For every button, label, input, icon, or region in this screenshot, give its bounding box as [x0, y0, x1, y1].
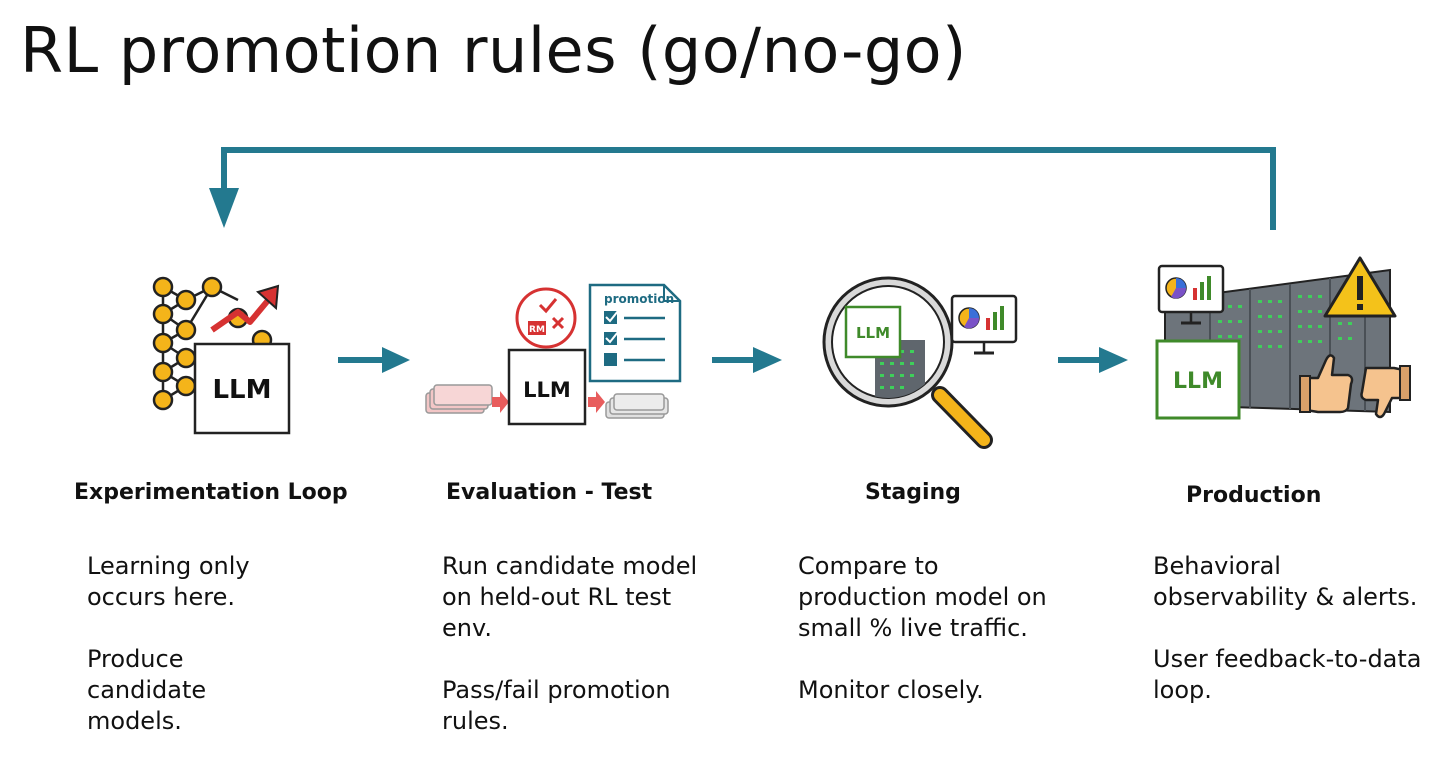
- stage-title-experimentation: Experimentation Loop: [74, 480, 348, 505]
- monitor-chart-icon: [950, 294, 1018, 355]
- flow-arrow: [338, 347, 410, 373]
- llm-box: [507, 348, 587, 426]
- stage-title-evaluation: Evaluation - Test: [446, 480, 653, 505]
- checklist-title: promotion: [604, 292, 674, 306]
- description-paragraph: Learning only occurs here.: [87, 552, 250, 611]
- reward-model-icon: RM: [515, 287, 577, 349]
- description-paragraph: User feedback-to-data loop.: [1153, 645, 1422, 704]
- output-stack-icon: [588, 391, 669, 419]
- llm-box: [1155, 339, 1241, 420]
- llm-box: [193, 342, 291, 435]
- reward-model-badge: RM: [529, 325, 545, 335]
- input-stack-icon: [425, 384, 509, 414]
- llm-box: [844, 305, 902, 359]
- llm-label: LLM: [212, 375, 271, 405]
- description-paragraph: Behavioral observability & alerts.: [1153, 552, 1418, 611]
- description-paragraph: Monitor closely.: [798, 676, 984, 704]
- llm-label: LLM: [523, 378, 571, 402]
- thumbs-down-icon: [1360, 365, 1411, 419]
- promotion-checklist-icon: promotion: [588, 283, 682, 383]
- stage-description-evaluation: Run candidate model on held-out RL test …: [442, 551, 710, 737]
- feedback-loop-arrow: [209, 147, 1276, 230]
- llm-label: LLM: [1173, 369, 1223, 394]
- description-paragraph: Compare to production model on small % l…: [798, 552, 1047, 642]
- stage-title-staging: Staging: [865, 480, 961, 505]
- monitor-chart-icon: [1157, 264, 1225, 325]
- description-paragraph: Pass/fail promotion rules.: [442, 676, 671, 735]
- stage-description-staging: Compare to production model on small % l…: [798, 551, 1053, 706]
- flow-arrow: [1058, 347, 1128, 373]
- llm-label: LLM: [856, 324, 890, 342]
- stage-description-experimentation: Learning only occurs here. Produce candi…: [87, 551, 287, 737]
- trend-up-arrow-icon: [210, 284, 280, 333]
- stage-title-production: Production: [1186, 483, 1322, 508]
- description-paragraph: Run candidate model on held-out RL test …: [442, 552, 698, 642]
- warning-icon: [1323, 256, 1397, 318]
- page-title: RL promotion rules (go/no-go): [20, 14, 967, 87]
- thumbs-up-icon: [1299, 354, 1354, 414]
- description-paragraph: Produce candidate models.: [87, 645, 207, 735]
- stage-description-production: Behavioral observability & alerts. User …: [1153, 551, 1423, 706]
- flow-arrow: [712, 347, 782, 373]
